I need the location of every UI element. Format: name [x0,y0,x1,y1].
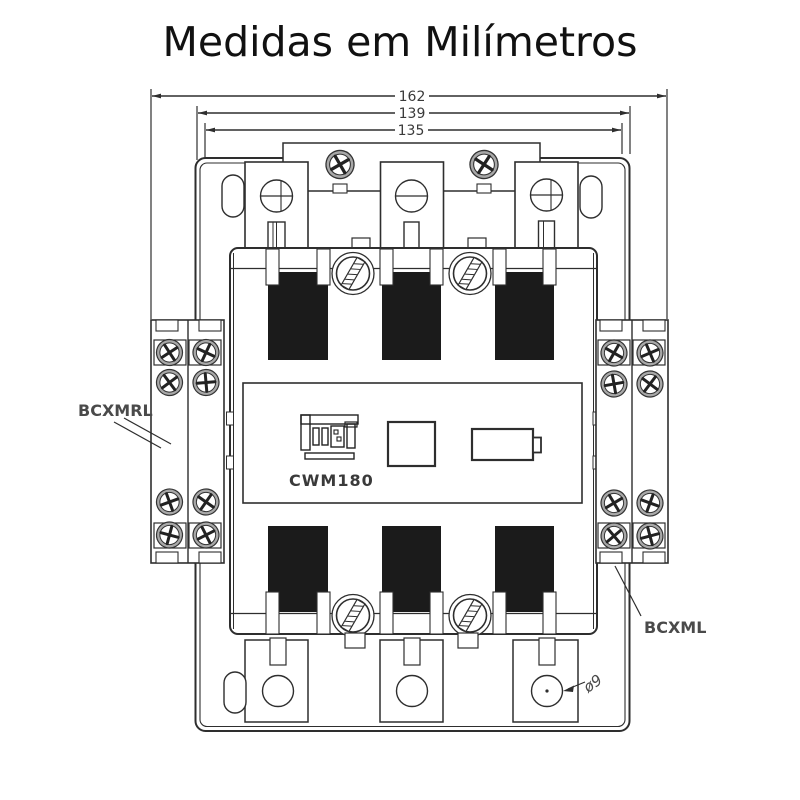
terminal-top-1 [244,161,309,250]
terminal-top-3 [514,161,579,250]
mounting-hole [395,674,429,708]
side-rail-right [594,319,670,564]
mounting-foot-1 [244,637,309,723]
contact-windows-lower [265,526,557,635]
flathead-screw-icon [448,593,492,638]
leader-line [123,417,172,445]
auxiliary-window [470,427,542,462]
dim-inner-width: 135 [398,123,425,139]
flathead-screw-icon [448,251,492,296]
leader-line [113,421,162,449]
callout-bcxmrl: BCXMRL [78,401,172,449]
bottom-tab [457,632,479,649]
weg-logo [300,414,359,460]
dimension-162: 162 [150,89,668,319]
callout-bcxml: BCXML [614,565,706,637]
page-title: Medidas em Milímetros [163,18,638,66]
flathead-screw-icon [331,251,375,296]
mounting-foot-3 [512,637,579,723]
mounting-foot-2 [379,637,444,723]
side-slot-right [579,175,603,219]
leader-line [614,565,642,617]
side-slot-left [221,174,245,218]
dim-housing-width: 139 [399,106,426,122]
leader-arrow [563,685,574,692]
flathead-screw-icon [331,593,375,638]
side-rail-left [150,319,226,564]
model-label: CWM180 [289,471,374,490]
label-left-accessory: BCXMRL [78,401,153,420]
dimension-139: 139 [196,106,631,160]
nameplate: CWM180 [242,382,583,504]
dim-overall-width: 162 [399,89,426,105]
coil-window [386,420,437,468]
dimension-135: 135 [204,123,623,160]
contact-windows-upper [265,248,557,360]
mounting-hole [261,674,295,708]
bottom-tab [344,632,366,649]
terminal-top-2 [379,161,445,250]
bottom-slot-left [223,671,247,714]
label-right-accessory: BCXML [644,618,706,637]
